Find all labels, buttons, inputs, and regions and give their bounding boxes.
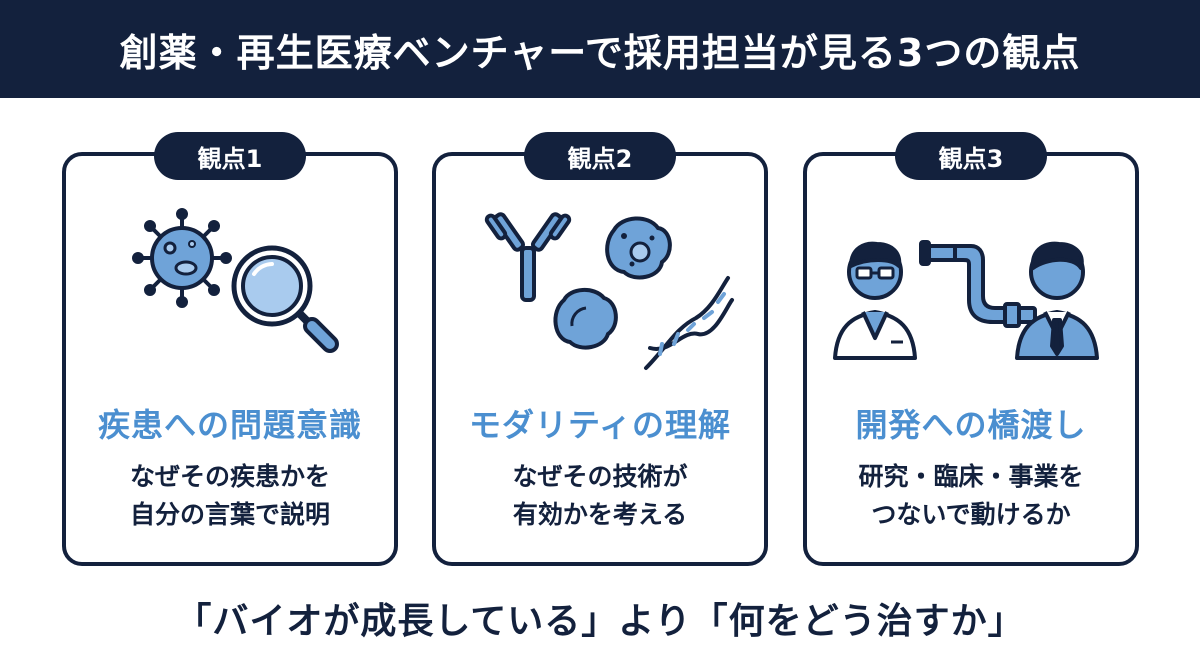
footer-message: 「バイオが成長している」より「何をどう治すか」 — [175, 601, 1025, 642]
cell-icon — [553, 288, 618, 350]
viewpoint-badge-1: 観点1 — [154, 132, 306, 180]
virus-magnifier-illustration — [66, 208, 394, 378]
pipe-icon — [919, 240, 1037, 328]
magnifier-icon — [231, 245, 339, 353]
description-line: つないで動けるか — [871, 500, 1071, 529]
virus-icon — [132, 208, 232, 308]
viewpoint-card-1: 観点1 — [62, 132, 398, 566]
description-line: なぜその技術が — [512, 462, 688, 491]
header-banner: 創薬・再生医療ベンチャーで採用担当が見る3つの観点 — [0, 0, 1200, 98]
viewpoint-description-3: 研究・臨床・事業を つないで動けるか — [807, 458, 1135, 534]
businessman-icon — [1015, 241, 1099, 360]
viewpoint-card-2: 観点2 — [432, 132, 768, 566]
viewpoint-heading-2: モダリティの理解 — [468, 406, 732, 444]
viewpoint-description-1: なぜその疾患かを 自分の言葉で説明 — [66, 458, 394, 534]
description-line: 研究・臨床・事業を — [858, 462, 1084, 491]
viewpoint-description-2: なぜその技術が 有効かを考える — [436, 458, 764, 534]
description-line: なぜその疾患かを — [129, 462, 330, 491]
modality-illustration — [436, 208, 764, 378]
bridge-illustration — [807, 208, 1135, 378]
dna-icon — [644, 276, 734, 370]
antibody-icon — [484, 212, 572, 302]
description-line: 有効かを考える — [512, 500, 688, 529]
viewpoint-heading-1: 疾患への問題意識 — [97, 406, 362, 444]
cell-icon — [605, 216, 672, 280]
viewpoint-heading-3: 開発への橋渡し — [855, 406, 1087, 444]
researcher-icon — [833, 241, 917, 360]
viewpoint-card-3: 観点3 — [803, 132, 1139, 566]
page-title: 創薬・再生医療ベンチャーで採用担当が見る3つの観点 — [119, 30, 1081, 75]
viewpoint-badge-2: 観点2 — [524, 132, 676, 180]
description-line: 自分の言葉で説明 — [129, 500, 330, 529]
viewpoint-badge-3: 観点3 — [895, 132, 1047, 180]
